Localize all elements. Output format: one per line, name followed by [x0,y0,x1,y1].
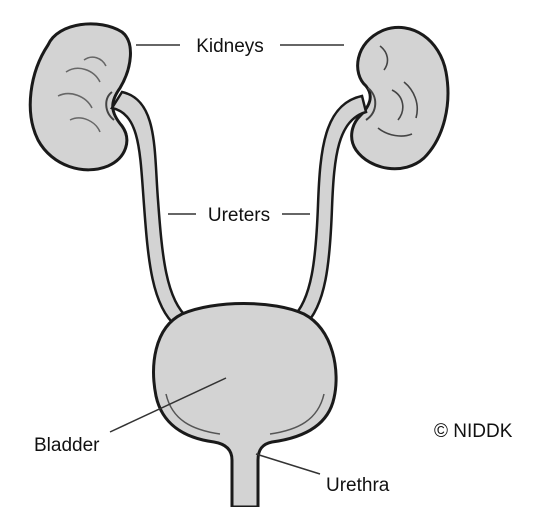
urethra-leader [256,454,320,474]
kidneys-label: Kidneys [196,36,264,57]
urethra-label: Urethra [326,475,390,496]
right-kidney [352,27,448,168]
ureters-label: Ureters [208,205,270,226]
left-kidney [30,24,130,170]
bladder [154,304,336,507]
bladder-label: Bladder [34,435,100,456]
credit-text: © NIDDK [434,421,513,442]
